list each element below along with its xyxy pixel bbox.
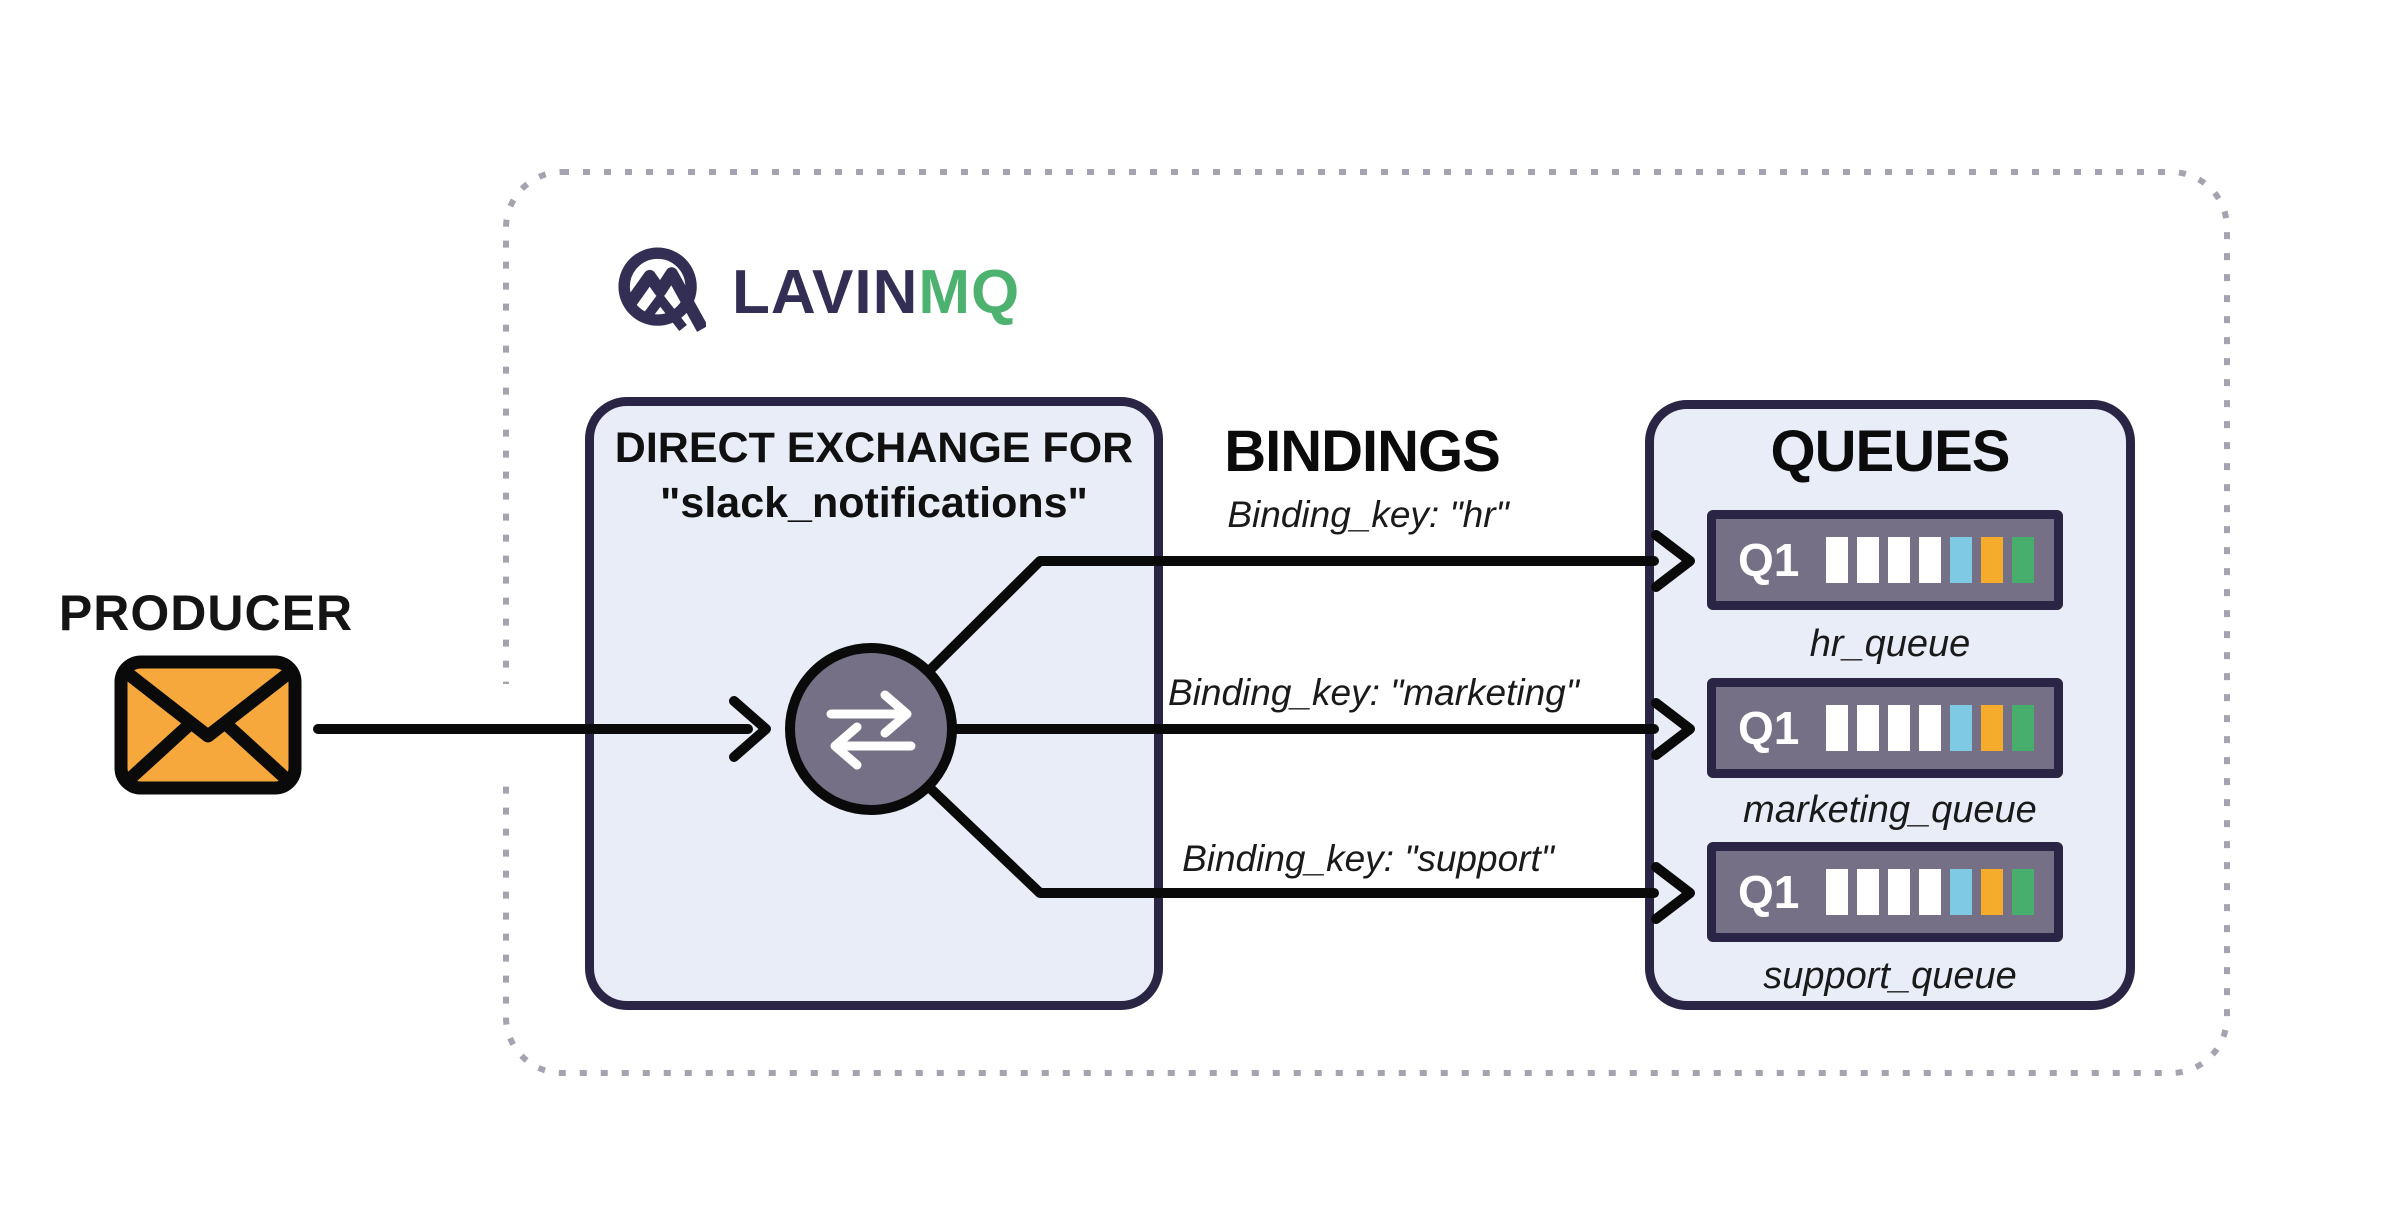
exchange-node bbox=[785, 643, 957, 815]
queue-item-marketing: Q1 bbox=[1707, 678, 2063, 778]
queue-message-bar bbox=[1857, 537, 1879, 583]
queue-item-support: Q1 bbox=[1707, 842, 2063, 942]
queue-message-bar bbox=[1950, 537, 1972, 583]
queue-bars bbox=[1826, 869, 2034, 915]
queue-message-bar bbox=[2012, 705, 2034, 751]
queue-badge: Q1 bbox=[1738, 866, 1800, 918]
lavinmq-logo-text: LAVINMQ bbox=[732, 258, 1020, 324]
envelope-icon bbox=[114, 655, 302, 795]
queue-message-bar bbox=[1919, 705, 1941, 751]
bindings-heading: BINDINGS bbox=[1224, 419, 1501, 484]
exchange-title-line2: "slack_notifications" bbox=[660, 479, 1088, 527]
binding-key-hr: Binding_key: "hr" bbox=[1227, 494, 1509, 535]
queue-badge: Q1 bbox=[1738, 534, 1800, 586]
queue-message-bar bbox=[1826, 537, 1848, 583]
direct-exchange-title: DIRECT EXCHANGE FOR "slack_notifications… bbox=[585, 421, 1163, 531]
queue-label-hr: hr_queue bbox=[1809, 623, 1971, 665]
queue-message-bar bbox=[1919, 869, 1941, 915]
queue-message-bar bbox=[1888, 705, 1910, 751]
queue-message-bar bbox=[1950, 869, 1972, 915]
queue-message-bar bbox=[1950, 705, 1972, 751]
queues-heading: QUEUES bbox=[1770, 419, 2011, 484]
queue-message-bar bbox=[1857, 705, 1879, 751]
queue-message-bar bbox=[1981, 537, 2003, 583]
queue-label-support: support_queue bbox=[1763, 955, 2017, 997]
queue-bars bbox=[1826, 705, 2034, 751]
queue-message-bar bbox=[1981, 705, 2003, 751]
queue-message-bar bbox=[2012, 869, 2034, 915]
queue-item-hr: Q1 bbox=[1707, 510, 2063, 610]
binding-key-marketing: Binding_key: "marketing" bbox=[1168, 672, 1579, 713]
producer-label: PRODUCER bbox=[58, 585, 354, 641]
queue-message-bar bbox=[1826, 705, 1848, 751]
logo-text-lavin: LAVIN bbox=[732, 258, 919, 327]
exchange-title-line1: DIRECT EXCHANGE FOR bbox=[614, 424, 1134, 472]
queue-message-bar bbox=[1857, 869, 1879, 915]
queue-message-bar bbox=[1826, 869, 1848, 915]
border-arrow-gap-mask bbox=[494, 684, 518, 776]
logo-text-mq: MQ bbox=[918, 258, 1021, 327]
queue-bars bbox=[1826, 537, 2034, 583]
queue-label-marketing: marketing_queue bbox=[1743, 789, 2037, 831]
exchange-arrows-icon bbox=[826, 690, 916, 770]
queue-message-bar bbox=[1981, 869, 2003, 915]
lavinmq-logo: LAVINMQ bbox=[618, 247, 1020, 335]
binding-key-support: Binding_key: "support" bbox=[1182, 838, 1554, 879]
queue-message-bar bbox=[1888, 537, 1910, 583]
queue-badge: Q1 bbox=[1738, 702, 1800, 754]
queue-message-bar bbox=[2012, 537, 2034, 583]
queue-message-bar bbox=[1919, 537, 1941, 583]
queue-message-bar bbox=[1888, 869, 1910, 915]
lavinmq-logo-mark bbox=[618, 247, 706, 332]
